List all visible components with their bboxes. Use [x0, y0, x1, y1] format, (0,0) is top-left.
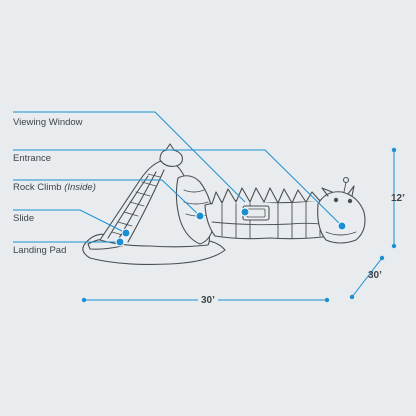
head-horns: [321, 185, 355, 197]
callout-dot-slide: [121, 228, 131, 238]
label-slide-text: Slide: [13, 213, 35, 224]
callout-dot-viewing-window: [240, 207, 250, 217]
front-head: [317, 191, 366, 244]
callout-line-entrance: [13, 149, 343, 227]
callout-lines: [13, 111, 343, 243]
label-entrance: Entrance: [13, 153, 51, 164]
label-slide: Slide: [13, 213, 34, 224]
callout-line-rock-climb: [13, 179, 201, 217]
label-landing-pad-text: Landing Pad: [13, 245, 67, 256]
callout-dot-landing-pad: [115, 237, 125, 247]
label-viewing-window-text: Viewing Window: [13, 117, 83, 128]
callout-dot-rock-climb: [195, 211, 205, 221]
tower-body: [175, 175, 215, 245]
top-spike: [165, 143, 175, 151]
length-dimension-label: 30’: [198, 295, 218, 306]
callout-line-slide: [13, 209, 127, 234]
top-head: [159, 149, 183, 167]
callout-dot-entrance: [337, 221, 347, 231]
label-rock-climb: Rock Climb (Inside): [13, 182, 96, 193]
dragon-illustration: [82, 143, 366, 265]
depth-dimension-line: [351, 257, 383, 298]
label-rock-climb-text: Rock Climb: [13, 182, 62, 193]
label-landing-pad: Landing Pad: [13, 245, 66, 256]
label-viewing-window: Viewing Window: [13, 117, 83, 128]
body-ribs: [221, 200, 321, 239]
label-rock-climb-suffix: (Inside): [64, 182, 96, 193]
depth-dimension-label: 30’: [368, 270, 382, 281]
callout-line-viewing-window: [13, 111, 246, 203]
back-spikes: [211, 187, 321, 205]
label-entrance-text: Entrance: [13, 153, 52, 164]
height-dimension-label: 12’: [391, 193, 405, 204]
callout-dots: [115, 207, 347, 247]
slide-lane-3: [127, 169, 165, 243]
